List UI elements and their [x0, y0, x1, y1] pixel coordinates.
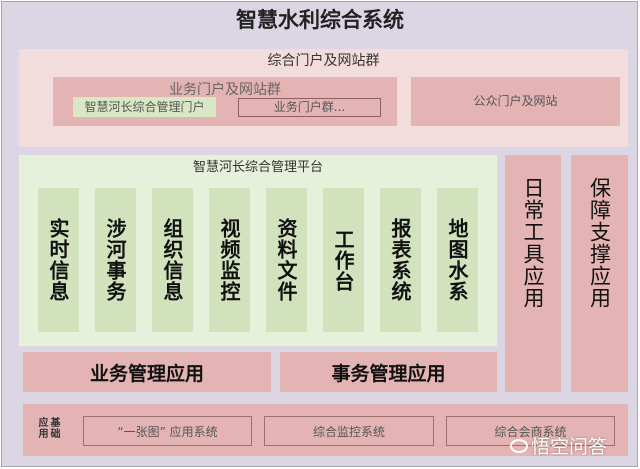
portal-section-title: 综合门户及网站群 [267, 53, 380, 69]
module-documents: 资料文件 [266, 188, 307, 332]
watermark-text: 悟空问答 [531, 436, 608, 458]
module-label: 资料文件 [274, 218, 298, 302]
module-label: 地图水系 [445, 218, 469, 302]
platform-section: 智慧河长综合管理平台 [19, 155, 497, 346]
module-org-info: 组织信息 [152, 188, 193, 332]
module-realtime-info: 实时信息 [38, 188, 79, 332]
daily-tools-box: 日常工具应用 [505, 155, 561, 392]
business-management-bar: 业务管理应用 [23, 352, 271, 392]
portal-group-box: 业务门户群... [238, 98, 381, 117]
module-workbench: 工作台 [323, 188, 364, 332]
daily-tools-label: 日常工具应用 [521, 177, 545, 309]
support-label: 保障支撑应用 [587, 177, 612, 309]
business-portal-title: 业务门户及网站群 [169, 82, 281, 98]
module-label: 工作台 [331, 228, 355, 292]
public-portal-box: 公众门户及网站 [411, 77, 620, 126]
monitoring-system: 综合监控系统 [264, 416, 434, 446]
support-box: 保障支撑应用 [571, 155, 628, 392]
consultation-system: 综合会商系统 [446, 416, 615, 446]
business-portal-box: 业务门户及网站群 智慧河长综合管理门户 业务门户群... [53, 77, 397, 126]
watermark-logo-icon [510, 438, 528, 453]
platform-title: 智慧河长综合管理平台 [192, 160, 323, 175]
one-map-system: “一张图” 应用系统 [83, 416, 252, 446]
diagram-title: 智慧水利综合系统 [236, 8, 404, 32]
module-label: 视频监控 [217, 218, 241, 302]
affairs-management-bar: 事务管理应用 [280, 352, 497, 392]
base-label: 基础应用 [36, 417, 59, 439]
module-map-water: 地图水系 [437, 188, 478, 332]
module-label: 报表系统 [388, 218, 412, 302]
module-label: 组织信息 [160, 218, 184, 302]
module-reports: 报表系统 [380, 188, 421, 332]
module-video-monitor: 视频监控 [209, 188, 250, 332]
module-river-affairs: 涉河事务 [95, 188, 136, 332]
module-label: 实时信息 [46, 218, 70, 302]
watermark: 悟空问答 [510, 432, 607, 459]
module-label: 涉河事务 [103, 218, 127, 302]
river-portal-box: 智慧河长综合管理门户 [73, 97, 216, 117]
